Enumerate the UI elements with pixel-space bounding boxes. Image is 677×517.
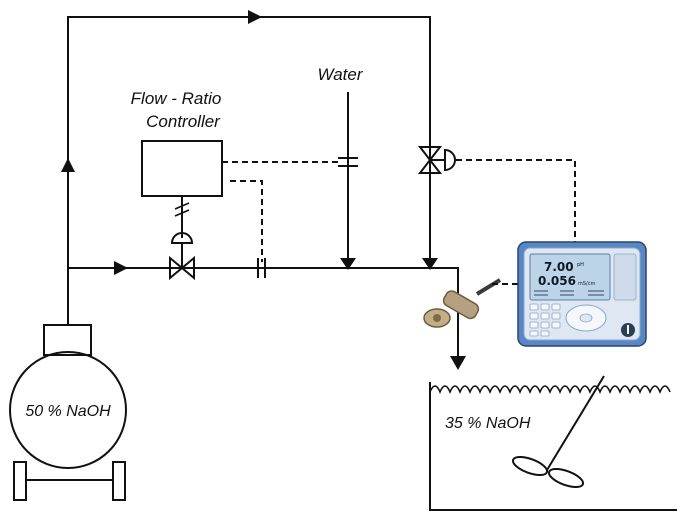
controller-label-line2: Controller: [146, 112, 221, 131]
arrow-outlet-down: [450, 356, 466, 370]
signal-slash-2: [174, 209, 190, 217]
valve-bowtie: [169, 255, 195, 281]
arrow-bypass-down: [422, 258, 438, 270]
arrow-up: [61, 158, 75, 172]
agitator-shaft: [546, 375, 605, 471]
bypass-valve-actuator: [444, 148, 456, 172]
tank-leg-right: [112, 461, 126, 501]
source-tank: 50 % NaOH: [9, 324, 127, 501]
water-label: Water: [317, 65, 363, 84]
analyzer-keypad: [529, 303, 561, 337]
orifice-feed: [257, 258, 266, 278]
controller-label-line1: Flow - Ratio: [131, 89, 222, 108]
agitator-impeller: [511, 455, 585, 489]
sensor-body: [442, 290, 480, 320]
dest-tank-label: 35 % NaOH: [445, 415, 531, 432]
analyzer-side-strip: [613, 253, 637, 301]
bypass-line: [67, 16, 431, 325]
arrow-right-feed: [114, 261, 128, 275]
reading-primary: 7.00: [544, 260, 574, 274]
liquid-surface: [429, 385, 671, 395]
tank-body: [9, 351, 127, 469]
process-piping: [67, 16, 459, 358]
tank-nozzle: [43, 324, 92, 356]
signal-to-orifice: [230, 180, 263, 262]
tank-leg-left: [13, 461, 27, 501]
reading-secondary: 0.056: [538, 274, 576, 288]
feed-control-valve: [169, 232, 195, 281]
arrow-top-right: [248, 10, 262, 24]
bypass-valve-bowtie: [417, 146, 443, 174]
analyzer-nav-pad: [565, 304, 607, 332]
analyzer: 7.00 pH 0.056 mS/cm: [517, 241, 647, 347]
analyzer-screen: [529, 253, 611, 301]
arrow-water-down: [340, 258, 356, 270]
main-feed-line: [68, 267, 459, 358]
info-button-icon: [621, 323, 635, 337]
reading-primary-unit: pH: [577, 262, 584, 268]
bypass-control-valve: [417, 146, 576, 244]
flow-ratio-controller: Flow - Ratio Controller: [131, 89, 223, 238]
orifice-water: [338, 157, 358, 167]
destination-tank: 35 % NaOH: [429, 375, 677, 511]
reading-secondary-unit: mS/cm: [578, 281, 595, 287]
screen-status-lines: [534, 290, 604, 296]
flow-arrows: [61, 10, 466, 370]
ph-sensor: [423, 278, 518, 328]
sensor-cable: [475, 278, 502, 296]
controller-box: [141, 140, 223, 197]
signal-slash-1: [174, 202, 190, 210]
signal-analyzer-to-valve: [456, 159, 576, 244]
dest-tank-wall: [429, 382, 677, 511]
controller-signals: [222, 161, 342, 262]
valve-actuator: [170, 232, 194, 244]
source-tank-label: 50 % NaOH: [25, 403, 111, 420]
